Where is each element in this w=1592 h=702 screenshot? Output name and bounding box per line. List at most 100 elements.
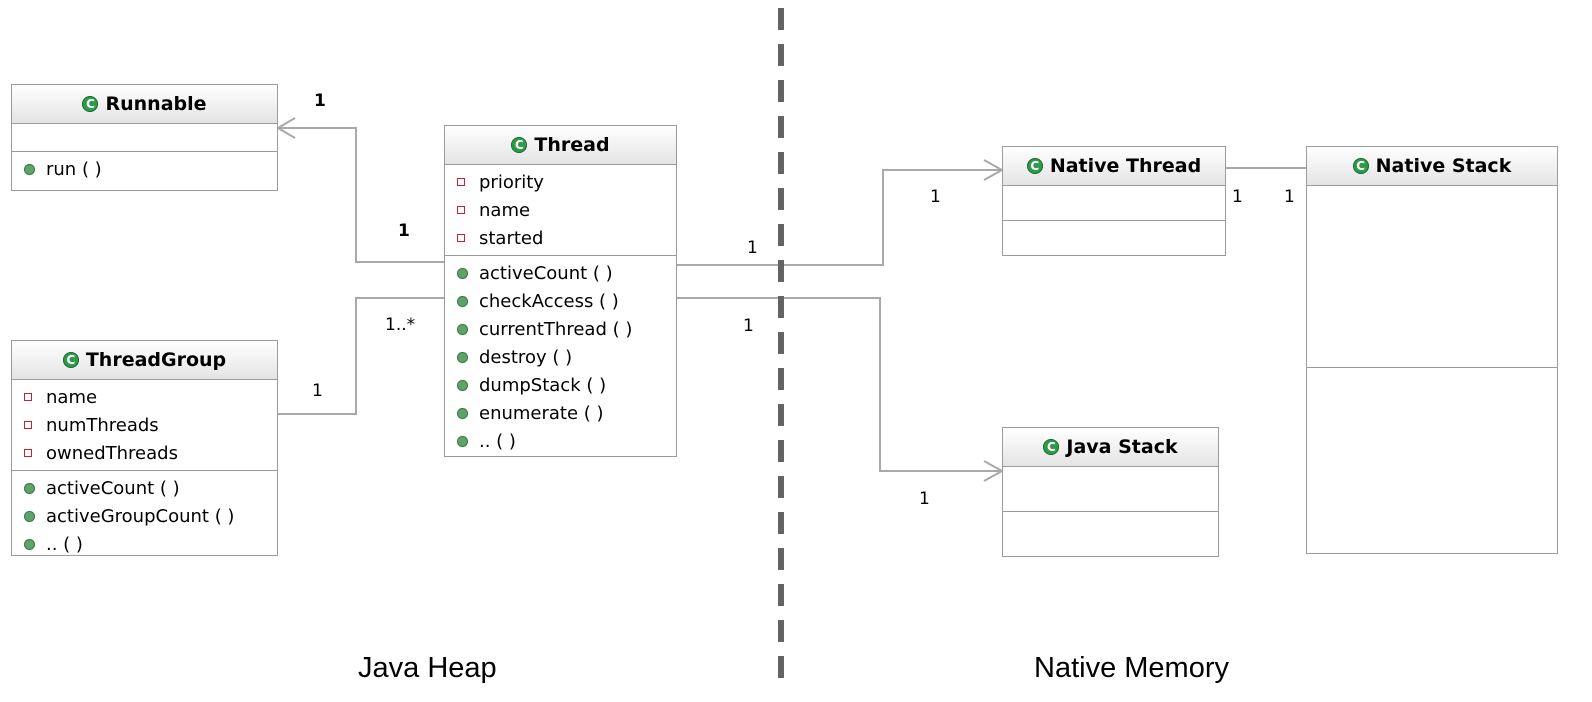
field-row: name: [445, 196, 676, 224]
field-row: numThreads: [12, 411, 277, 439]
class-native-stack[interactable]: C Native Stack: [1306, 146, 1558, 554]
class-runnable[interactable]: C Runnable run ( ): [11, 84, 278, 191]
region-label-java-heap: Java Heap: [358, 652, 497, 684]
multiplicity-native-thread-end: 1: [930, 187, 941, 207]
native-stack-fields-section: [1307, 186, 1557, 368]
thread-fields-section: priority name started: [445, 165, 676, 256]
class-native-thread-header: C Native Thread: [1003, 147, 1225, 186]
public-method-icon: [457, 295, 468, 307]
public-method-icon: [457, 379, 468, 391]
method-row: checkAccess ( ): [445, 287, 676, 315]
method-label: .. ( ): [46, 533, 83, 555]
method-row: activeCount ( ): [12, 474, 277, 502]
private-field-icon: [457, 234, 465, 242]
threadgroup-methods-section: activeCount ( ) activeGroupCount ( ) .. …: [12, 471, 277, 561]
method-label: currentThread ( ): [479, 318, 633, 340]
method-label: enumerate ( ): [479, 402, 604, 424]
class-c-icon: C: [82, 96, 99, 112]
java-stack-fields-section: [1003, 467, 1218, 512]
public-method-icon: [24, 510, 35, 522]
field-label: priority: [479, 171, 544, 193]
public-method-icon: [457, 351, 468, 363]
field-row: started: [445, 224, 676, 252]
thread-to-java-stack-line: [677, 297, 1002, 472]
thread-to-runnable-line: [278, 127, 444, 263]
multiplicity-native-thread-stack-right: 1: [1284, 187, 1295, 207]
class-runnable-header: C Runnable: [12, 85, 277, 124]
public-method-icon: [24, 482, 35, 494]
method-label: checkAccess ( ): [479, 290, 619, 312]
private-field-icon: [24, 449, 32, 457]
multiplicity-thread-javastack-source: 1: [743, 316, 754, 336]
class-c-icon: C: [1043, 439, 1060, 455]
private-field-icon: [24, 393, 32, 401]
private-field-icon: [457, 178, 465, 186]
class-native-stack-header: C Native Stack: [1307, 147, 1557, 186]
class-thread[interactable]: C Thread priority name started activeCou…: [444, 125, 677, 457]
class-threadgroup-header: C ThreadGroup: [12, 341, 277, 380]
class-c-icon: C: [511, 137, 528, 153]
field-row: name: [12, 383, 277, 411]
public-method-icon: [457, 435, 468, 447]
native-stack-methods-section: [1307, 368, 1557, 553]
public-method-icon: [457, 407, 468, 419]
field-label: name: [46, 386, 98, 408]
public-method-icon: [24, 538, 35, 550]
multiplicity-threadgroup-end: 1: [312, 381, 323, 401]
thread-methods-section: activeCount ( ) checkAccess ( ) currentT…: [445, 256, 676, 458]
field-row: ownedThreads: [12, 439, 277, 467]
multiplicity-thread-native-source: 1: [747, 238, 758, 258]
class-c-icon: C: [1352, 158, 1369, 174]
runnable-methods-section: run ( ): [12, 152, 277, 186]
class-java-stack[interactable]: C Java Stack: [1002, 427, 1219, 557]
field-label: name: [479, 199, 531, 221]
field-label: ownedThreads: [46, 442, 178, 464]
method-row: currentThread ( ): [445, 315, 676, 343]
threadgroup-to-thread-line: [278, 297, 444, 415]
class-native-stack-name: Native Stack: [1375, 155, 1512, 177]
native-thread-fields-section: [1003, 186, 1225, 221]
method-label: activeCount ( ): [46, 477, 180, 499]
runnable-arrowhead: [276, 117, 296, 139]
method-row: activeGroupCount ( ): [12, 502, 277, 530]
private-field-icon: [24, 421, 32, 429]
class-thread-name: Thread: [534, 134, 610, 156]
multiplicity-java-stack-end: 1: [919, 489, 930, 509]
method-label: dumpStack ( ): [479, 374, 607, 396]
class-thread-header: C Thread: [445, 126, 676, 165]
java-stack-methods-section: [1003, 512, 1218, 556]
multiplicity-thread-group-end: 1..*: [385, 315, 416, 335]
multiplicity-runnable-end: 1: [314, 91, 326, 111]
region-label-native-memory: Native Memory: [1034, 652, 1229, 684]
class-java-stack-name: Java Stack: [1066, 436, 1178, 458]
class-java-stack-header: C Java Stack: [1003, 428, 1218, 467]
method-row: run ( ): [12, 155, 277, 183]
method-label: destroy ( ): [479, 346, 573, 368]
method-label: activeGroupCount ( ): [46, 505, 235, 527]
field-label: started: [479, 227, 544, 249]
multiplicity-thread-runnable-end: 1: [398, 221, 410, 241]
field-label: numThreads: [46, 414, 159, 436]
method-label: run ( ): [46, 158, 102, 180]
runnable-fields-section: [12, 124, 277, 152]
class-c-icon: C: [1026, 158, 1043, 174]
method-row: .. ( ): [12, 530, 277, 558]
class-native-thread[interactable]: C Native Thread: [1002, 146, 1226, 256]
private-field-icon: [457, 206, 465, 214]
class-native-thread-name: Native Thread: [1049, 155, 1202, 177]
method-row: enumerate ( ): [445, 399, 676, 427]
method-row: destroy ( ): [445, 343, 676, 371]
method-label: activeCount ( ): [479, 262, 613, 284]
class-threadgroup[interactable]: C ThreadGroup name numThreads ownedThrea…: [11, 340, 278, 556]
method-label: .. ( ): [479, 430, 516, 452]
class-c-icon: C: [62, 352, 79, 368]
method-row: activeCount ( ): [445, 259, 676, 287]
thread-to-native-thread-line: [677, 169, 1002, 266]
public-method-icon: [24, 163, 35, 175]
public-method-icon: [457, 267, 468, 279]
field-row: priority: [445, 168, 676, 196]
method-row: .. ( ): [445, 427, 676, 455]
native-thread-methods-section: [1003, 221, 1225, 255]
method-row: dumpStack ( ): [445, 371, 676, 399]
